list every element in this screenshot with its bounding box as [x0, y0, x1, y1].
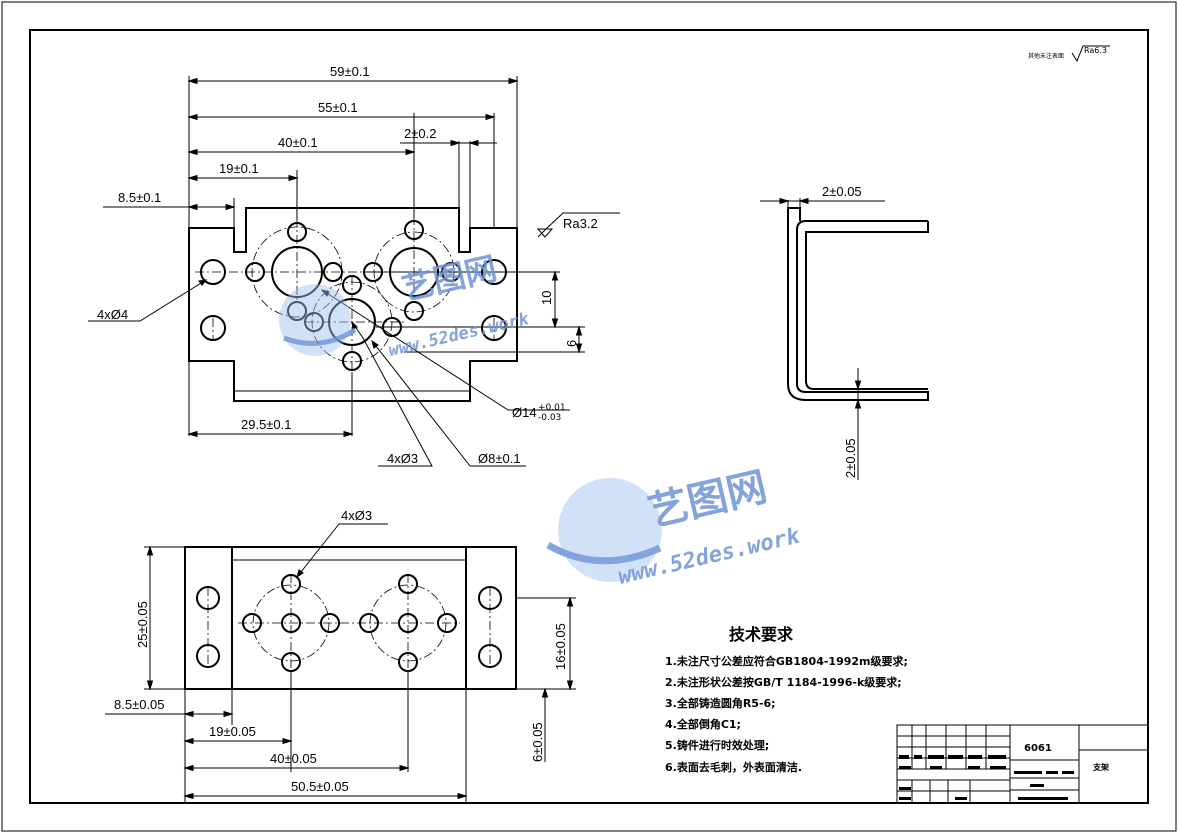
tech-req-item: 1.未注尺寸公差应符合GB1804-1992m级要求; — [665, 654, 908, 668]
technical-requirements: 技术要求 1.未注尺寸公差应符合GB1804-1992m级要求; 2.未注形状公… — [665, 625, 908, 774]
title-block-part-name: 支架 — [1092, 762, 1109, 772]
front-small-hole — [287, 301, 307, 321]
side-view-dimensions — [760, 197, 885, 480]
top-label-4x-d3: 4xØ3 — [341, 508, 372, 523]
front-view-dimensions — [88, 76, 620, 467]
front-small-hole — [404, 301, 424, 321]
dim-6: 6 — [564, 340, 579, 347]
dim-40: 40±0.1 — [278, 135, 318, 150]
front-view-dim-text: 59±0.1 55±0.1 40±0.1 2±0.2 19±0.1 8.5±0.… — [97, 64, 598, 466]
label-d14-tol-up: +0.01 — [538, 403, 566, 413]
top-dim-16: 16±0.05 — [553, 623, 568, 670]
roughness-note: 其他未注表面 Ra6.3 — [1028, 45, 1110, 63]
label-d14-tol-dn: -0.03 — [538, 413, 561, 423]
tech-req-item: 3.全部铸造圆角R5-6; — [665, 696, 776, 710]
tech-req-title: 技术要求 — [729, 625, 794, 644]
front-view-outline — [188, 207, 518, 402]
dim-55: 55±0.1 — [318, 100, 358, 115]
side-view-inner — [805, 221, 929, 390]
tech-req-item: 5.铸件进行时效处理; — [665, 738, 769, 752]
top-center-lines — [207, 574, 491, 672]
roughness-note-value: Ra6.3 — [1084, 46, 1107, 55]
dim-19: 19±0.1 — [219, 161, 259, 176]
top-small-hole — [320, 613, 340, 633]
label-4x-d3: 4xØ3 — [387, 451, 418, 466]
label-d14: Ø14 — [512, 405, 537, 420]
dim-29-5: 29.5±0.1 — [241, 417, 292, 432]
top-dim-8-5: 8.5±0.05 — [114, 697, 165, 712]
top-dim-40: 40±0.05 — [270, 751, 317, 766]
title-block: 6061 支架 — [896, 724, 1149, 804]
side-view: 2±0.05 2±0.05 — [760, 184, 929, 480]
top-dim-19: 19±0.05 — [209, 724, 256, 739]
side-dim-bottom: 2±0.05 — [843, 438, 858, 478]
dim-8-5: 8.5±0.1 — [118, 190, 161, 205]
side-dim-top: 2±0.05 — [822, 184, 862, 199]
top-view: 4xØ3 25±0.05 16±0.05 8.5±0.05 19±0.05 40… — [105, 508, 576, 802]
roughness-symbol-icon — [1071, 45, 1110, 63]
top-view-flange-lines — [231, 547, 467, 689]
dim-59: 59±0.1 — [330, 64, 370, 79]
top-dim-6: 6±0.05 — [530, 722, 545, 762]
label-d8: Ø8±0.1 — [478, 451, 521, 466]
side-view-profile — [787, 207, 929, 401]
tech-req-item: 6.表面去毛刺，外表面清洁. — [665, 760, 802, 774]
top-dim-25: 25±0.05 — [135, 601, 150, 648]
front-view — [188, 207, 518, 402]
watermark-globe-icon — [546, 478, 662, 582]
tech-req-item: 2.未注形状公差按GB/T 1184-1996-k级要求; — [665, 675, 902, 689]
watermark-large: 艺图网 www.52des.work — [546, 464, 803, 590]
title-block-material: 6061 — [1024, 743, 1052, 754]
watermark-small: 艺图网 www.52des.work — [279, 249, 531, 361]
watermark-brand-small: 艺图网 — [398, 249, 500, 308]
title-block-fill-marks — [899, 755, 1074, 800]
watermark-globe-icon — [279, 284, 357, 356]
front-center-lines — [195, 216, 512, 376]
roughness-ra3-2: Ra3.2 — [563, 216, 598, 231]
top-view-dimensions — [105, 523, 576, 802]
dim-10: 10 — [539, 291, 554, 305]
label-4x-d4: 4xØ4 — [97, 307, 128, 322]
dim-2: 2±0.2 — [404, 126, 436, 141]
front-small-hole — [323, 262, 343, 282]
top-dim-50-5: 50.5±0.05 — [291, 779, 349, 794]
roughness-note-label: 其他未注表面 — [1028, 52, 1064, 60]
watermark-brand-large: 艺图网 — [644, 464, 771, 536]
top-view-outline — [184, 546, 517, 690]
tech-req-item: 4.全部倒角C1; — [665, 717, 741, 731]
